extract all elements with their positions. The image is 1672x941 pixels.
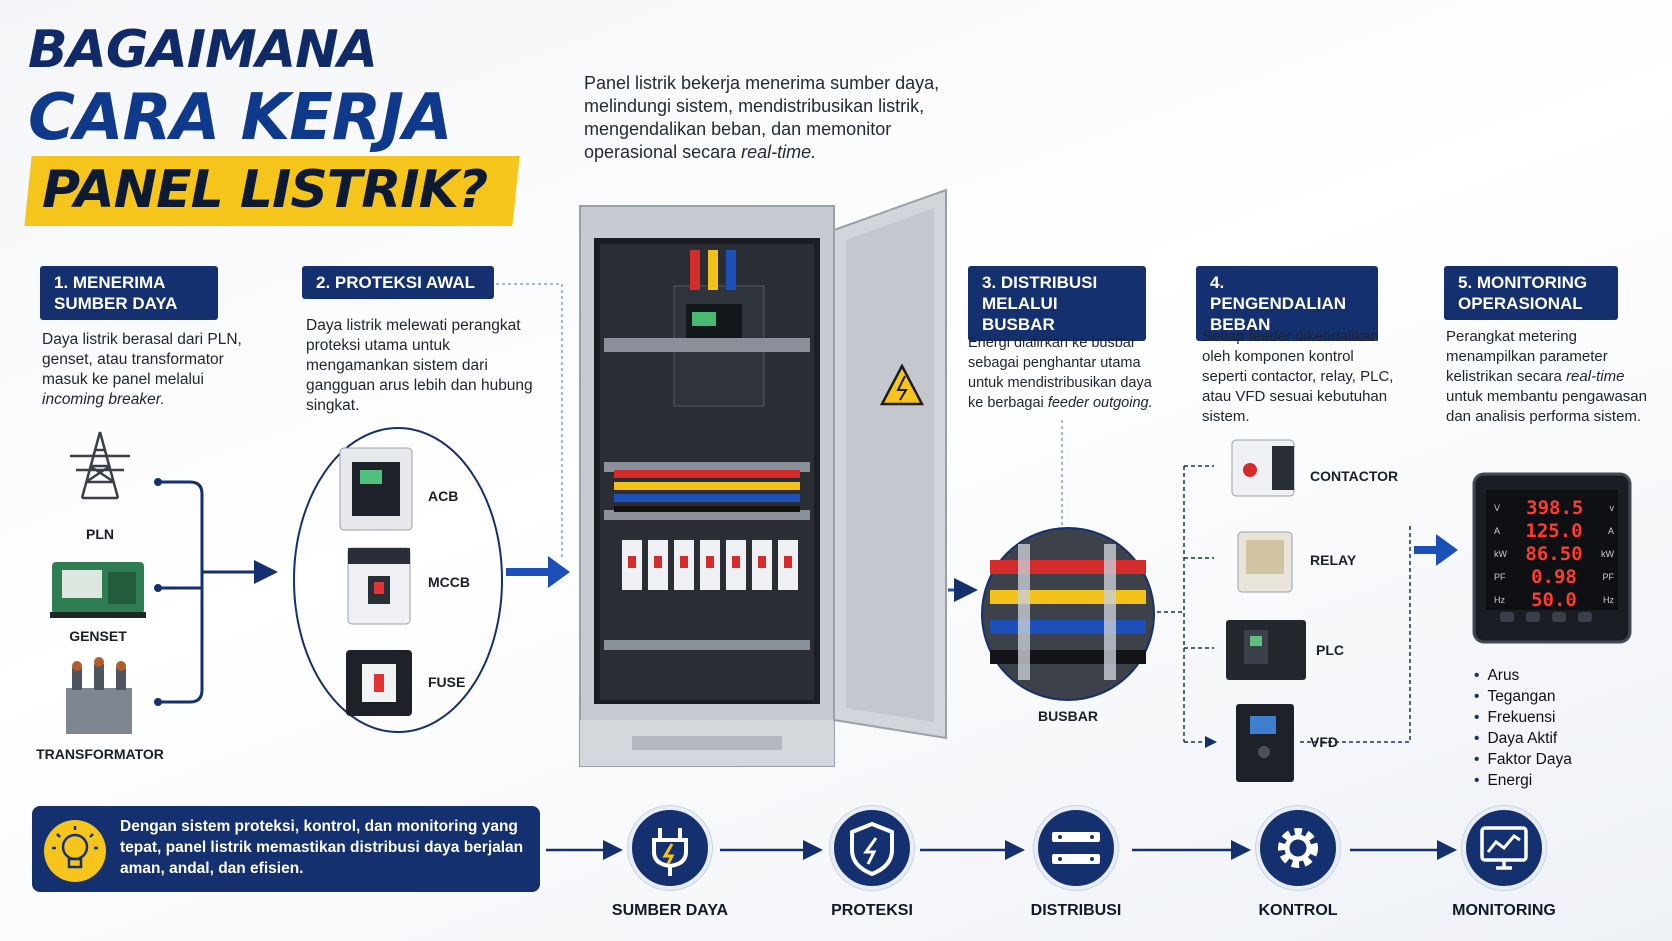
step-2-description: Daya listrik melewati perangkat proteksi…: [306, 317, 533, 414]
flow-label-sumber-daya: SUMBER DAYA: [611, 902, 729, 919]
electrical-panel-cabinet: [579, 188, 947, 767]
parameter-item: Energi: [1474, 770, 1572, 791]
parameter-item: Faktor Daya: [1474, 749, 1571, 770]
busbar-label: BUSBAR: [1038, 708, 1098, 724]
mccb-icon: [347, 547, 411, 625]
flow-label-kontrol: KONTROL: [1258, 902, 1338, 919]
title-line-1: BAGAIMANA: [28, 20, 378, 80]
source-label-genset: GENSET: [69, 628, 127, 644]
flow-label-monitoring: MONITORING: [1452, 902, 1556, 919]
intro-paragraph: Panel listrik bekerja menerima sumber da…: [584, 72, 984, 164]
step-3-text: Energi dialirkan ke busbar sebagai pengh…: [968, 335, 1152, 411]
meter-unit-left-hz: Hz: [1494, 594, 1505, 605]
protection-label-acb: ACB: [428, 488, 459, 504]
meter-reading-frequency: 50.0: [1531, 588, 1577, 611]
flow-sumber-daya-icon: [628, 806, 712, 890]
warning-icon: [879, 363, 925, 406]
meter-reading-voltage: 398.5: [1526, 496, 1584, 519]
meter-unit-right-hz: Hz: [1602, 594, 1614, 605]
source-connector: [160, 480, 278, 704]
meter-unit-left-a: A: [1494, 525, 1501, 536]
protection-label-fuse: FUSE: [428, 674, 466, 690]
power-meter: [1472, 472, 1632, 644]
acb-icon: [339, 447, 413, 531]
transformator-icon: [66, 657, 132, 734]
meter-unit-right-v: v: [1609, 502, 1615, 513]
step-1-emphasis: incoming breaker.: [42, 391, 165, 408]
control-label-relay: RELAY: [1310, 552, 1357, 568]
flow-kontrol-gear-icon: [1256, 806, 1340, 890]
lightbulb-icon: [44, 820, 106, 882]
summary-box: [32, 806, 540, 892]
step-4-description: Setiap feeder dikendalikan oleh komponen…: [1202, 328, 1394, 425]
flow-label-distribusi: DISTRIBUSI: [1030, 902, 1122, 919]
control-label-plc: PLC: [1316, 642, 1344, 658]
step-1-heading: 1. MENERIMA SUMBER DAYA: [40, 266, 218, 320]
flow-label-proteksi: PROTEKSI: [831, 902, 913, 919]
step-3-emphasis: feeder outgoing.: [1047, 395, 1153, 411]
source-label-transformator: TRANSFORMATOR: [36, 746, 164, 762]
intro-emphasis: real-time.: [741, 142, 817, 162]
meter-unit-left-kw: kW: [1494, 548, 1507, 559]
busbar-illustration: [981, 527, 1155, 701]
step-2-heading: 2. PROTEKSI AWAL: [302, 266, 494, 299]
step-3-heading: 3. DISTRIBUSI MELALUI BUSBAR: [968, 266, 1146, 341]
plc-icon: [1226, 620, 1306, 680]
step-5-emphasis: real-time: [1566, 368, 1625, 385]
flow-monitoring-icon: [1462, 806, 1546, 890]
title-line-2: CARA KERJA: [28, 81, 453, 155]
flow-distribusi-icon: [1034, 806, 1118, 890]
title-line-3: PANEL LISTRIK?: [42, 160, 488, 220]
step-3-description: Energi dialirkan ke busbar sebagai pengh…: [968, 333, 1164, 413]
intro-text: Panel listrik bekerja menerima sumber da…: [584, 73, 940, 162]
step-5-heading: 5. MONITORING OPERASIONAL: [1444, 266, 1618, 320]
meter-reading-power: 86.50: [1525, 542, 1583, 565]
meter-unit-left-pf: PF: [1494, 571, 1506, 582]
step-5-description: Perangkat metering menampilkan parameter…: [1446, 327, 1656, 427]
contactor-icon: [1231, 439, 1295, 497]
meter-reading-pf: 0.98: [1531, 565, 1577, 588]
parameter-item: Frekuensi: [1474, 707, 1572, 728]
protection-oval: [293, 427, 503, 733]
protection-label-mccb: MCCB: [428, 574, 470, 590]
parameter-item: Arus: [1474, 665, 1572, 686]
meter-reading-current: 125.0: [1525, 519, 1583, 542]
parameter-list: Arus Tegangan Frekuensi Daya Aktif Fakto…: [1474, 665, 1572, 791]
source-label-pln: PLN: [86, 526, 114, 542]
meter-unit-right-a: A: [1607, 525, 1614, 536]
meter-display: V 398.5 v A 125.0 A kW 86.50 kW PF 0.98 …: [1494, 496, 1614, 611]
pln-tower-icon: [70, 431, 130, 500]
flow-proteksi-icon: [830, 806, 914, 890]
summary-text: Dengan sistem proteksi, kontrol, dan mon…: [120, 818, 524, 877]
vfd-icon: [1236, 704, 1294, 782]
control-label-vfd: VFD: [1310, 734, 1338, 750]
step-4-heading: 4. PENGENDALIAN BEBAN: [1196, 266, 1378, 341]
meter-unit-right-kw: kW: [1600, 548, 1614, 559]
step-1-text: Daya listrik berasal dari PLN, genset, a…: [42, 331, 242, 388]
relay-icon: [1237, 531, 1293, 593]
meter-unit-right-pf: PF: [1602, 571, 1614, 582]
step-1-description: Daya listrik berasal dari PLN, genset, a…: [42, 330, 262, 410]
meter-unit-left-v: V: [1494, 502, 1501, 513]
control-label-contactor: CONTACTOR: [1310, 468, 1399, 484]
step-5-text-pre: Perangkat metering menampilkan parameter…: [1446, 328, 1608, 385]
step-5-text: untuk membantu pengawasan dan analisis p…: [1446, 388, 1647, 425]
genset-icon: [50, 562, 146, 618]
fuse-icon: [346, 650, 412, 716]
parameter-item: Daya Aktif: [1474, 728, 1572, 749]
parameter-item: Tegangan: [1474, 686, 1572, 707]
